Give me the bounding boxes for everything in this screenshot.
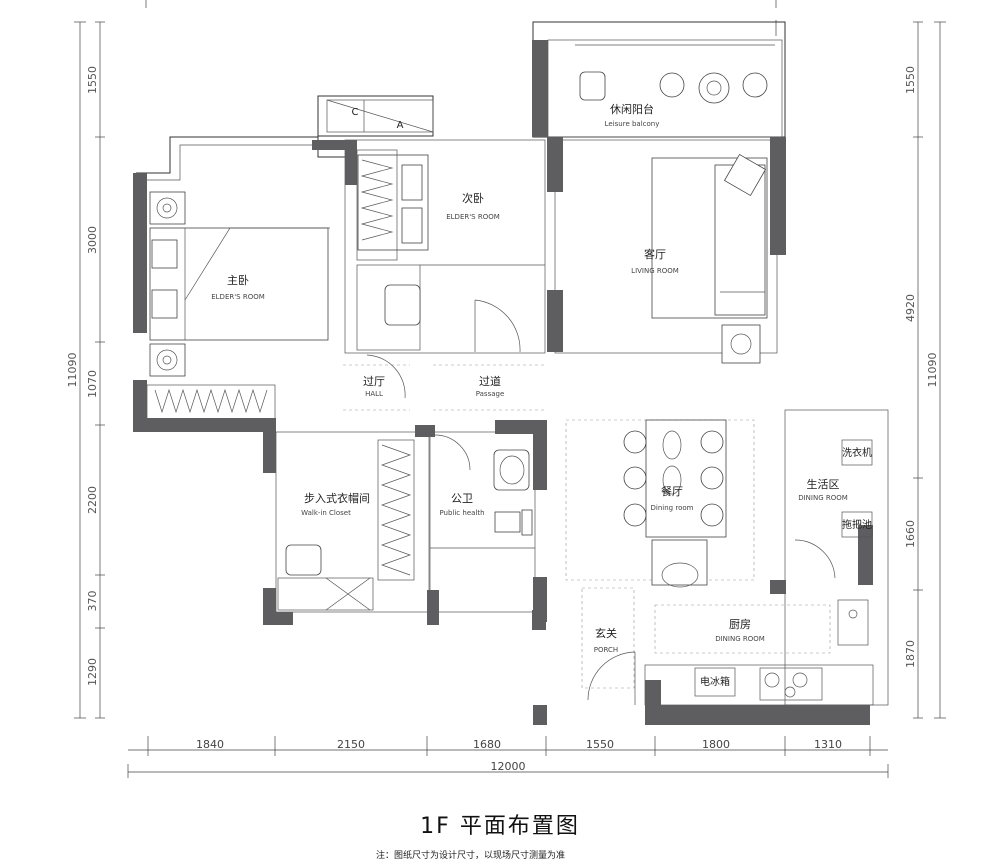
porch-label-en: PORCH — [594, 646, 618, 654]
dim-bottom-6: 1310 — [814, 738, 842, 751]
dimension-labels: 1840 2150 1680 1550 1800 1310 12000 1550… — [66, 66, 939, 773]
washer-label: 洗衣机 — [842, 446, 872, 459]
dim-right-total: 11090 — [926, 353, 939, 388]
mop-sink-label: 拖把池 — [842, 518, 872, 531]
master-bedroom-label: 主卧 — [227, 274, 249, 287]
second-bedroom-label-en: ELDER'S ROOM — [446, 213, 500, 221]
plan-title: 1F 平面布置图 — [420, 814, 580, 839]
dimension-lines — [74, 0, 946, 778]
balcony-label: 休闲阳台 — [610, 102, 654, 116]
passage-label-en: Passage — [476, 390, 505, 398]
room-outlines — [136, 21, 889, 706]
master-bed — [149, 227, 329, 341]
kitchen-label: 厨房 — [729, 618, 751, 631]
passage-label: 过道 — [479, 374, 501, 388]
porch-label: 玄关 — [595, 626, 617, 640]
master-bedroom-label-en: ELDER'S ROOM — [211, 293, 265, 301]
dim-left-2: 3000 — [86, 226, 99, 254]
closet-label-en: Walk-in Closet — [301, 509, 351, 517]
dim-left-6: 1290 — [86, 658, 99, 686]
second-bedroom-label: 次卧 — [462, 191, 484, 205]
dim-left-3: 1070 — [86, 370, 99, 398]
bathroom-label: 公卫 — [451, 492, 473, 505]
dim-right-3: 1660 — [904, 520, 917, 548]
dim-right-4: 1870 — [904, 640, 917, 668]
walls — [133, 40, 873, 725]
dim-bottom-5: 1800 — [702, 738, 730, 751]
ac-c-label: C — [352, 107, 359, 118]
plan-note: 注：图纸尺寸为设计尺寸，以现场尺寸测量为准 — [376, 851, 566, 861]
balcony-label-en: Leisure balcony — [605, 120, 660, 128]
closet-label: 步入式衣帽间 — [304, 491, 370, 505]
service-area-label: 生活区 — [807, 477, 840, 491]
room-labels: 休闲阳台 Leisure balcony C A 次卧 ELDER'S ROOM… — [211, 102, 872, 688]
dining-room-label: 餐厅 — [661, 484, 683, 498]
living-room-label-en: LIVING ROOM — [631, 267, 679, 275]
dim-bottom-1: 1840 — [196, 738, 224, 751]
dim-bottom-4: 1550 — [586, 738, 614, 751]
dining-room-label-en: Dining room — [651, 504, 694, 512]
dim-left-total: 11090 — [66, 353, 79, 388]
furniture — [149, 44, 873, 705]
dim-bottom-3: 1680 — [473, 738, 501, 751]
service-area-label-en: DINING ROOM — [798, 494, 848, 502]
hall-label-en: HALL — [365, 390, 383, 398]
bathroom-label-en: Public health — [439, 509, 484, 517]
dim-left-5: 370 — [86, 591, 99, 612]
ac-a-label: A — [397, 120, 404, 131]
dim-bottom-2: 2150 — [337, 738, 365, 751]
fridge-label: 电冰箱 — [700, 675, 730, 688]
dim-right-1: 1550 — [904, 66, 917, 94]
dim-total: 12000 — [491, 760, 526, 773]
dim-left-1: 1550 — [86, 66, 99, 94]
kitchen-label-en: DINING ROOM — [715, 635, 765, 643]
dim-right-2: 4920 — [904, 294, 917, 322]
hall-label: 过厅 — [363, 375, 385, 388]
living-room-label: 客厅 — [644, 247, 666, 261]
dim-left-4: 2200 — [86, 486, 99, 514]
